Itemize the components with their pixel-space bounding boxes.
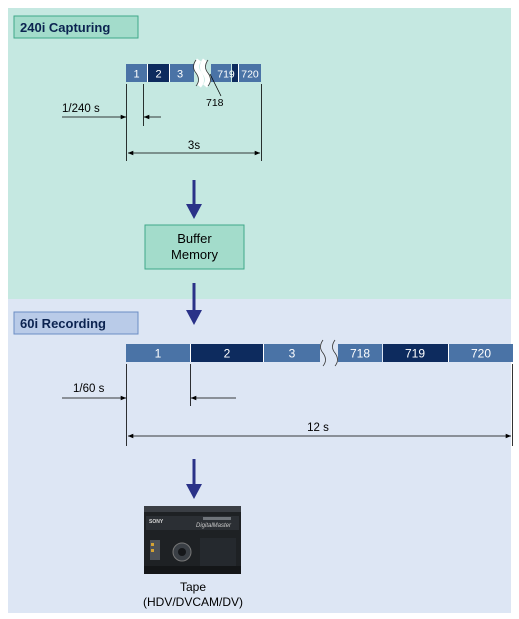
capturing-frame-strip: 1 2 3 719 720 <box>126 58 261 88</box>
strip-break-mark <box>193 58 211 88</box>
frame-cell <box>338 344 382 362</box>
buffer-memory-box: Buffer Memory <box>144 224 245 270</box>
frame-cell <box>211 64 231 82</box>
frame-label: 718 <box>350 347 370 361</box>
frame-cell <box>383 344 448 362</box>
tape-label-line1: Tape <box>180 580 206 594</box>
frame-label: 2 <box>224 347 231 361</box>
frame-cell <box>126 344 190 362</box>
frame-cell <box>170 64 194 82</box>
capturing-interval-label: 1/240 s <box>62 103 100 115</box>
flow-arrow <box>186 283 202 325</box>
capturing-interval-dimension: 1/240 s <box>62 103 161 120</box>
frame-cell <box>449 344 513 362</box>
cassette-logo-text: DigitalMaster <box>196 523 232 529</box>
recording-section-label: 60i Recording <box>13 311 139 335</box>
frame-label: 1 <box>155 347 162 361</box>
frame-label: 719 <box>217 69 235 81</box>
frame-label: 3 <box>289 347 296 361</box>
capturing-panel <box>8 8 511 299</box>
tape-cassette-image: SONY DigitalMaster <box>144 506 241 574</box>
frame-cell <box>126 64 147 82</box>
frame-label: 720 <box>241 69 259 81</box>
flow-arrow <box>186 180 202 219</box>
recording-frame-strip: 1 2 3 718 719 720 <box>126 338 513 368</box>
recording-interval-dimension: 1/60 s <box>62 383 236 401</box>
recording-duration-dimension: 12 s <box>127 422 512 439</box>
frame-label: 3 <box>177 69 183 81</box>
frame-cell <box>232 64 238 82</box>
frame-callout-leader <box>209 73 222 97</box>
frame-cell <box>148 64 169 82</box>
capturing-label-text: 240i Capturing <box>20 20 110 35</box>
frame-cell <box>264 344 320 362</box>
buffer-memory-line2: Memory <box>171 247 218 262</box>
frame-label: 2 <box>155 69 161 81</box>
frame-cell <box>239 64 261 82</box>
frame-callout-label: 718 <box>206 97 224 109</box>
frame-label: 1 <box>133 69 139 81</box>
frame-label: 720 <box>471 347 491 361</box>
capturing-duration-label: 3s <box>188 140 200 152</box>
frame-cell <box>191 344 263 362</box>
buffer-memory-line1: Buffer <box>177 231 212 246</box>
capturing-duration-dimension: 3s <box>127 140 261 156</box>
frame-label: 719 <box>405 347 425 361</box>
cassette-brand-text: SONY <box>149 519 164 525</box>
strip-break-mark <box>320 338 338 368</box>
recording-label-text: 60i Recording <box>20 316 106 331</box>
recording-interval-label: 1/60 s <box>73 383 105 395</box>
flow-arrow <box>186 459 202 499</box>
tape-label-line2: (HDV/DVCAM/DV) <box>143 595 243 609</box>
capturing-section-label: 240i Capturing <box>13 15 139 39</box>
recording-duration-label: 12 s <box>307 422 329 434</box>
